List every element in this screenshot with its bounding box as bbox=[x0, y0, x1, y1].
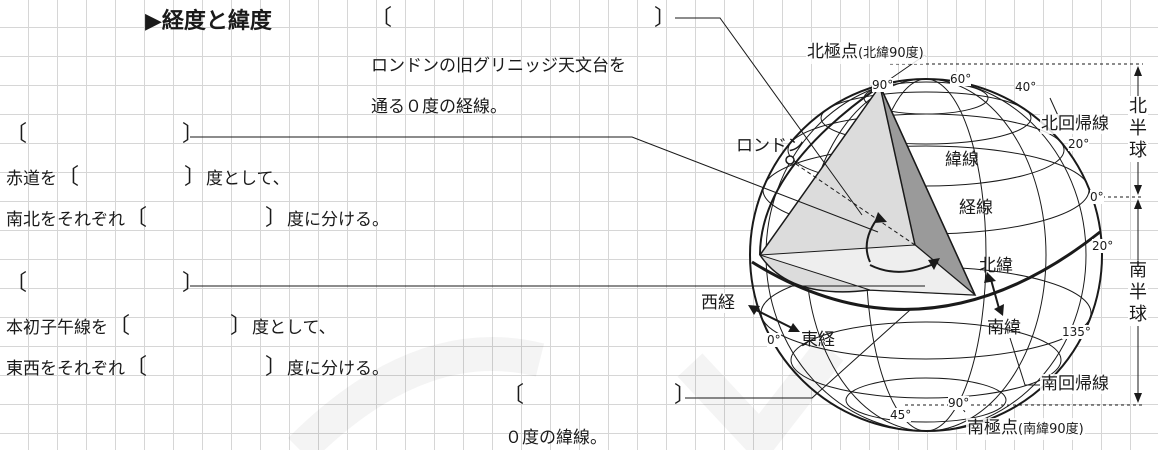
greenwich-desc-line2: 通る０度の経線。 bbox=[371, 97, 507, 117]
arrowhead bbox=[748, 305, 760, 315]
equator-answer-blank[interactable]: 〔〕 bbox=[502, 383, 697, 408]
north-latitude-label: 北緯 bbox=[979, 256, 1013, 276]
arrowhead bbox=[1134, 199, 1142, 209]
north-south-lat-arrow bbox=[989, 275, 1001, 313]
south-hemisphere-label: 南半球 bbox=[1128, 260, 1148, 326]
latitude-desc-line1: 赤道を〔〕度として、 bbox=[6, 165, 290, 190]
longitude-desc-line2: 東西をそれぞれ〔〕度に分ける。 bbox=[6, 355, 390, 380]
arrowhead bbox=[874, 212, 887, 223]
arrowhead bbox=[928, 258, 940, 270]
south-latitude-label: 南緯 bbox=[987, 318, 1021, 338]
greenwich-desc-line1: ロンドンの旧グリニッジ天文台を bbox=[371, 56, 626, 76]
greenwich-answer-blank[interactable]: 〔〕 bbox=[370, 6, 677, 31]
north-pole-label: 北極点(北緯90度) bbox=[806, 42, 925, 64]
west-longitude-label: 西経 bbox=[700, 293, 736, 313]
deg-20-north: 20° bbox=[1068, 137, 1090, 151]
arrowhead bbox=[994, 304, 1004, 316]
latitude-line-label: 緯線 bbox=[945, 150, 979, 170]
arrowhead bbox=[1134, 185, 1142, 195]
earth-axis bbox=[879, 85, 916, 246]
arrowhead bbox=[984, 272, 996, 283]
tropic-of-cancer-label: 北回帰線 bbox=[1040, 114, 1110, 134]
longitude-answer-blank[interactable]: 〔〕 bbox=[5, 271, 205, 296]
deg-20-south: 20° bbox=[1092, 239, 1114, 253]
arrowhead bbox=[1134, 66, 1142, 76]
latitude-line-s40 bbox=[790, 321, 1062, 399]
deg-90-bottom: 90° bbox=[948, 396, 970, 410]
south-pole-label: 南極点(南緯90度) bbox=[966, 418, 1085, 440]
deg-0-left: 0° bbox=[767, 333, 781, 347]
latitude-desc-line2: 南北をそれぞれ〔〕度に分ける。 bbox=[6, 206, 390, 231]
equator-line bbox=[751, 230, 1101, 311]
north-hemisphere-label: 北半球 bbox=[1128, 96, 1148, 162]
latitude-range-blank[interactable]: 〔〕 bbox=[125, 206, 288, 231]
deg-135: 135° bbox=[1062, 325, 1091, 339]
deg-45: 45° bbox=[890, 408, 912, 422]
arrowhead bbox=[788, 323, 800, 332]
latitude-line-60 bbox=[820, 91, 1032, 145]
equator-desc: ０度の緯線。 bbox=[505, 428, 607, 448]
tropic-of-capricorn-label: 南回帰線 bbox=[1040, 374, 1110, 394]
connector-equator bbox=[685, 309, 911, 399]
longitude-range-blank[interactable]: 〔〕 bbox=[125, 355, 288, 380]
connector-greenwich bbox=[675, 17, 863, 216]
london-marker bbox=[785, 155, 795, 165]
section-title: ▶経度と緯度 bbox=[145, 9, 272, 34]
latitude-degree-blank[interactable]: 〔〕 bbox=[57, 165, 207, 190]
london-label: ロンドン bbox=[736, 136, 804, 156]
deg-40: 40° bbox=[1015, 80, 1037, 94]
connector-latitude bbox=[190, 136, 879, 233]
longitude-desc-line1: 本初子午線を〔〕度として、 bbox=[6, 314, 336, 339]
latitude-answer-blank[interactable]: 〔〕 bbox=[5, 122, 205, 147]
prime-meridian bbox=[759, 85, 881, 256]
deg-60: 60° bbox=[950, 72, 972, 86]
wedge-equator-plane bbox=[759, 244, 977, 296]
tropic-capricorn-leader bbox=[1009, 337, 1040, 386]
longitude-degree-blank[interactable]: 〔〕 bbox=[108, 314, 253, 339]
deg-0-right: 0° bbox=[1090, 190, 1104, 204]
deg-90-top: 90° bbox=[872, 78, 894, 92]
east-longitude-label: 東経 bbox=[801, 330, 835, 350]
latitude-line-s60 bbox=[845, 377, 1007, 423]
longitude-line-label: 経線 bbox=[959, 198, 993, 218]
west-east-long-arrow bbox=[751, 307, 797, 331]
arrowhead bbox=[1134, 393, 1142, 403]
